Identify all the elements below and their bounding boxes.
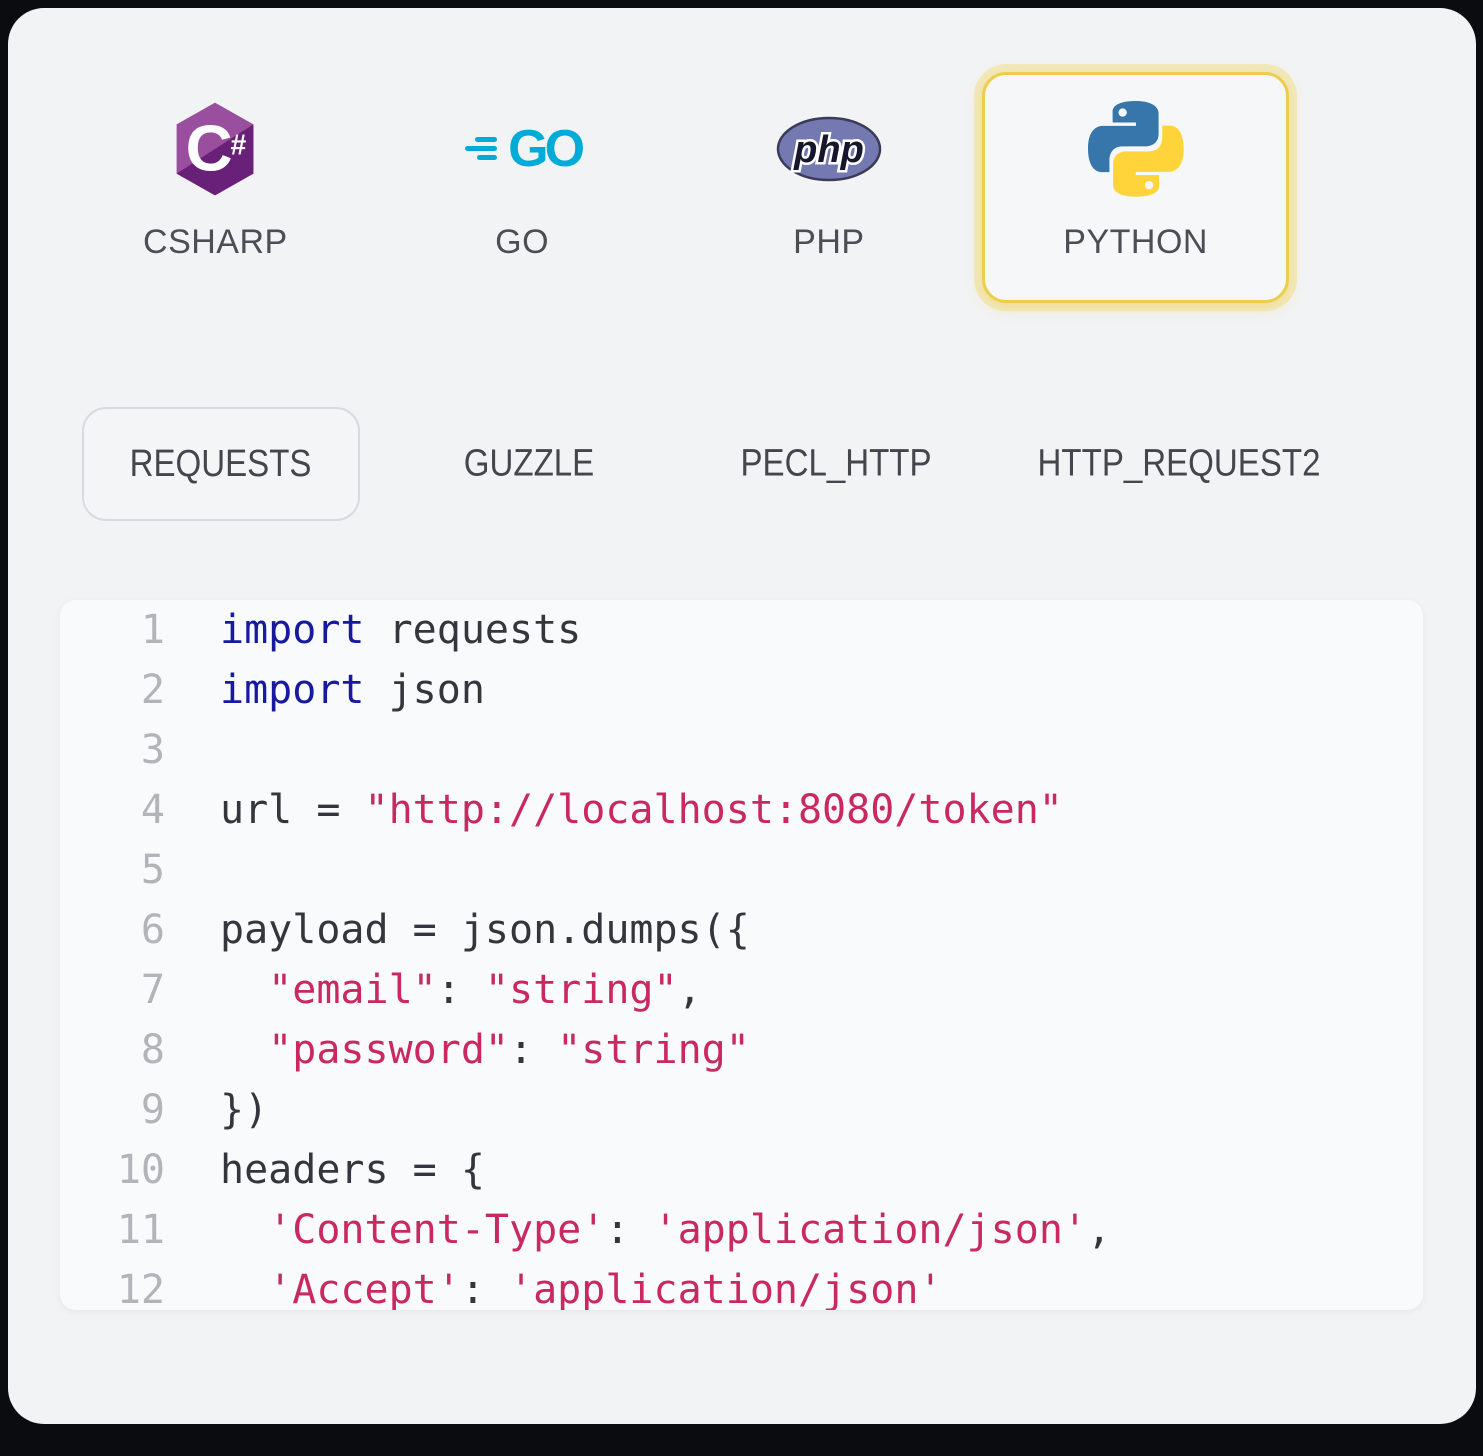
code-line: 11 'Content-Type': 'application/json', bbox=[60, 1200, 1423, 1260]
code-line: 5 bbox=[60, 840, 1423, 900]
language-tile-csharp[interactable]: C # CSHARP bbox=[62, 72, 369, 303]
library-tab-http-request2[interactable]: HTTP_REQUEST2 bbox=[1016, 443, 1341, 486]
code-text: 'Content-Type': 'application/json', bbox=[268, 1207, 1112, 1253]
code-text bbox=[165, 840, 220, 900]
code-line: 10 headers = { bbox=[60, 1140, 1423, 1200]
language-tile-go[interactable]: GO GO bbox=[369, 72, 676, 303]
line-number: 8 bbox=[140, 1027, 165, 1073]
code-text: import json bbox=[220, 667, 485, 713]
svg-text:php: php bbox=[793, 129, 864, 171]
code-line: 2 import json bbox=[60, 660, 1423, 720]
line-number: 1 bbox=[140, 607, 165, 653]
code-text: 'Accept': 'application/json' bbox=[268, 1267, 943, 1310]
code-text: }) bbox=[220, 1087, 269, 1133]
library-tab-label: PECL_HTTP bbox=[740, 442, 932, 485]
line-number: 12 bbox=[116, 1267, 165, 1310]
line-number: 6 bbox=[140, 907, 165, 953]
language-label: PHP bbox=[793, 223, 865, 261]
go-icon: GO bbox=[463, 101, 585, 197]
code-text: payload = json.dumps({ bbox=[220, 907, 750, 953]
csharp-icon: C # bbox=[173, 101, 257, 197]
code-text: import requests bbox=[220, 607, 582, 653]
php-icon: php bbox=[774, 101, 884, 197]
code-line: 1 import requests bbox=[60, 600, 1423, 660]
line-number: 2 bbox=[140, 667, 165, 713]
library-tab-label: REQUESTS bbox=[130, 442, 312, 485]
go-logo-text: GO bbox=[508, 120, 585, 178]
language-label: CSHARP bbox=[143, 223, 288, 261]
line-number: 11 bbox=[116, 1207, 165, 1253]
code-line: 3 bbox=[60, 720, 1423, 780]
code-line: 12 'Accept': 'application/json' bbox=[60, 1260, 1423, 1310]
line-number: 3 bbox=[140, 727, 165, 773]
language-tile-python[interactable]: PYTHON bbox=[982, 72, 1289, 303]
library-tab-label: HTTP_REQUEST2 bbox=[1037, 442, 1321, 485]
code-text: headers = { bbox=[220, 1147, 485, 1193]
code-line: 7 "email": "string", bbox=[60, 960, 1423, 1020]
library-tabs: REQUESTS GUZZLE PECL_HTTP HTTP_REQUEST2 bbox=[8, 407, 1476, 521]
code-line: 8 "password": "string" bbox=[60, 1020, 1423, 1080]
code-lines: 1 import requests 2 import json 3 4 url = "htt… bbox=[60, 600, 1423, 1310]
svg-text:C: C bbox=[186, 111, 233, 184]
code-line: 9}) bbox=[60, 1080, 1423, 1140]
language-selector: C # CSHARP GO GO bbox=[62, 72, 1289, 303]
code-snippet-block: 1 import requests 2 import json 3 4 url = "htt… bbox=[60, 600, 1423, 1310]
line-number: 4 bbox=[140, 787, 165, 833]
code-line: 6 payload = json.dumps({ bbox=[60, 900, 1423, 960]
library-tab-pecl-http[interactable]: PECL_HTTP bbox=[726, 443, 946, 486]
code-text bbox=[165, 720, 220, 780]
language-label: PYTHON bbox=[1063, 223, 1208, 261]
library-tab-requests[interactable]: REQUESTS bbox=[82, 407, 360, 521]
python-icon bbox=[1087, 101, 1184, 197]
code-text: "password": "string" bbox=[268, 1027, 750, 1073]
svg-text:#: # bbox=[231, 129, 247, 161]
line-number: 5 bbox=[140, 847, 165, 893]
line-number: 9 bbox=[140, 1087, 165, 1133]
language-tile-php[interactable]: php PHP bbox=[676, 72, 983, 303]
line-number: 10 bbox=[116, 1147, 165, 1193]
library-tab-guzzle[interactable]: GUZZLE bbox=[454, 443, 604, 486]
library-tab-label: GUZZLE bbox=[463, 442, 595, 485]
language-label: GO bbox=[495, 223, 550, 261]
code-line: 4 url = "http://localhost:8080/token" bbox=[60, 780, 1423, 840]
line-number: 7 bbox=[140, 967, 165, 1013]
code-text: "email": "string", bbox=[268, 967, 702, 1013]
snippet-card: C # CSHARP GO GO bbox=[8, 8, 1476, 1424]
code-text: url = "http://localhost:8080/token" bbox=[220, 787, 1063, 833]
